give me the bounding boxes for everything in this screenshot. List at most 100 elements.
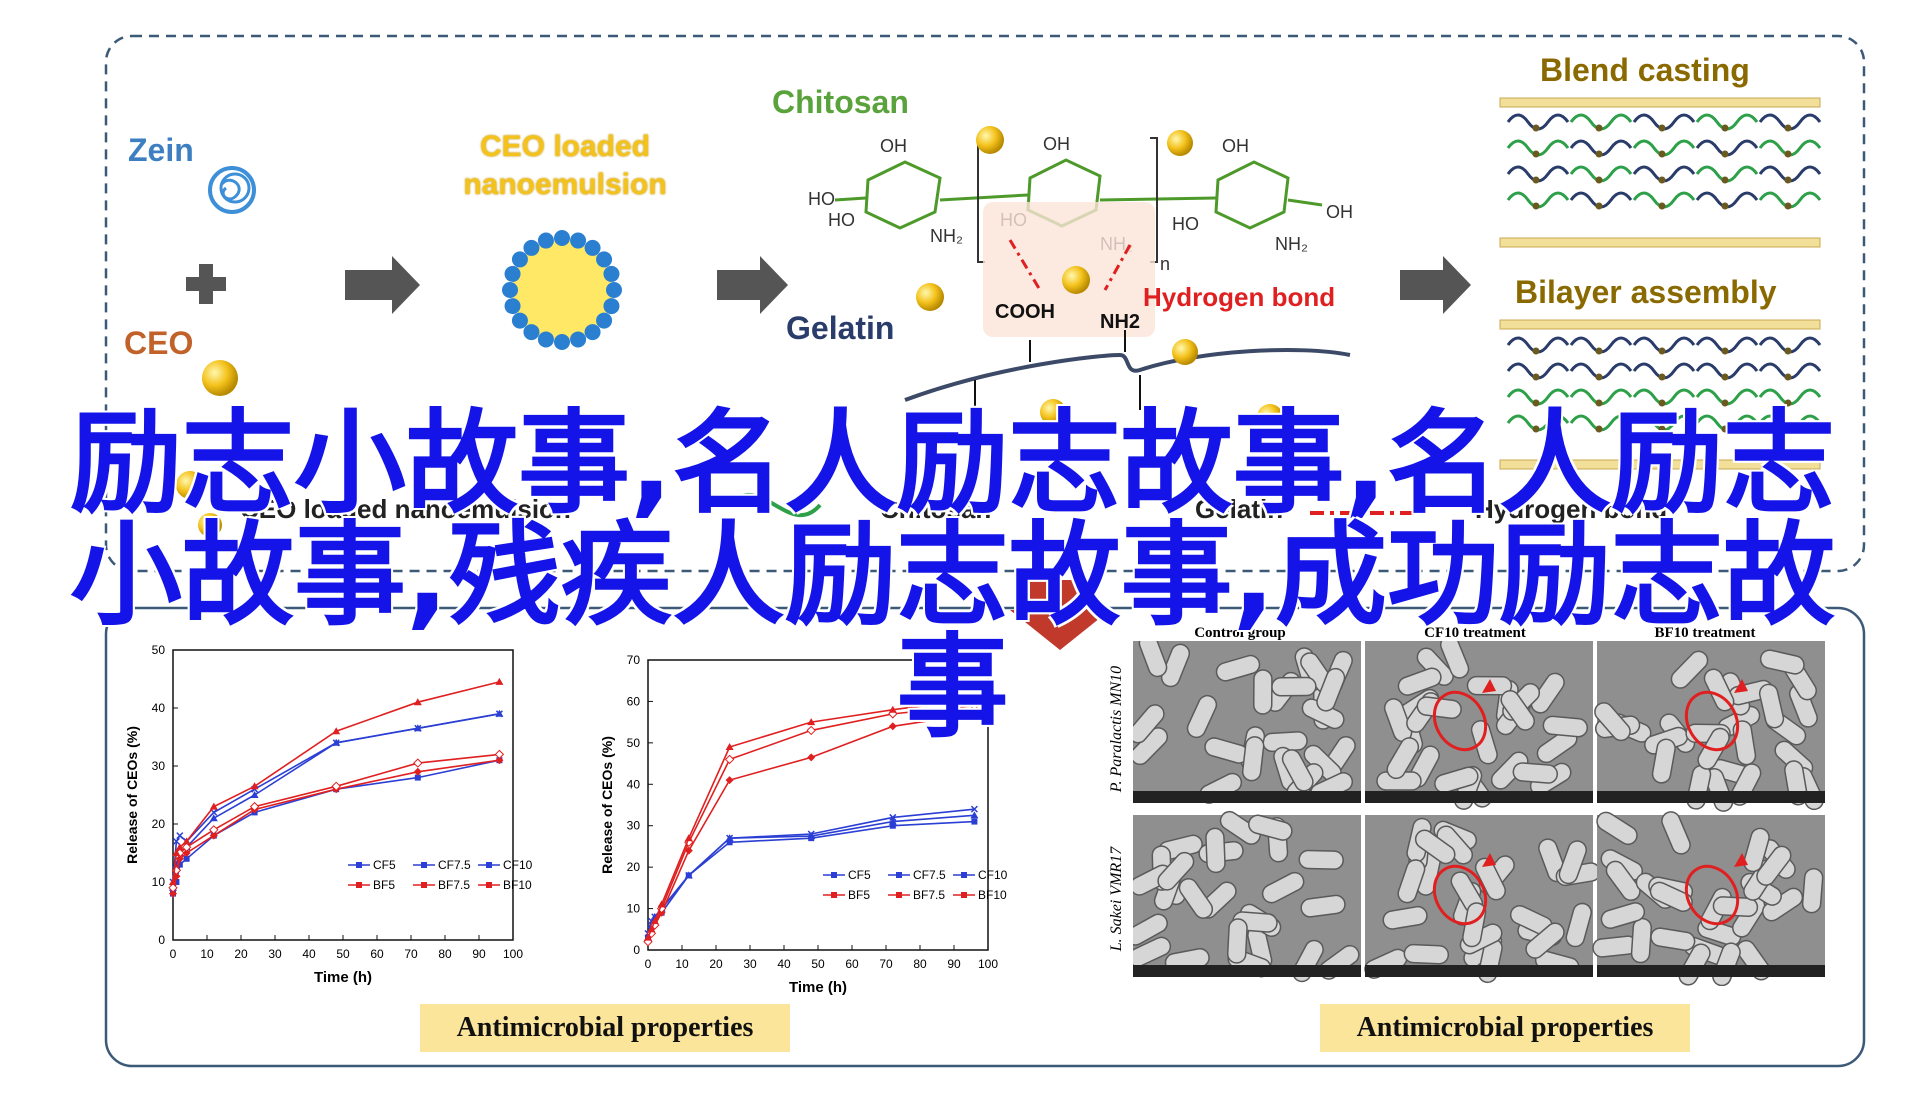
bacterium-cell <box>1565 902 1592 948</box>
surfactant-dot <box>603 265 620 282</box>
ceo-particle <box>1721 150 1729 158</box>
svg-text:HO: HO <box>828 210 855 230</box>
ceo-particle <box>1721 373 1729 381</box>
bacterium-cell <box>1261 871 1305 904</box>
ceo-particle <box>1532 425 1540 433</box>
legend-marker-BF5 <box>831 892 837 898</box>
ceo-particle <box>1721 124 1729 132</box>
bacterium-cell <box>1226 918 1248 964</box>
data-point-BF7.5 <box>413 758 423 768</box>
y-tick-label: 60 <box>627 694 641 708</box>
ceo-particle <box>1784 176 1792 184</box>
legend-marker-BF10 <box>961 892 967 898</box>
data-point-BF10 <box>888 705 897 713</box>
data-point-BF5 <box>970 709 979 718</box>
legend-label-CF10: CF10 <box>978 868 1008 882</box>
bacterium-cell <box>1434 766 1479 794</box>
data-point-CF5 <box>414 774 421 781</box>
data-point-CF7.5 <box>888 817 897 825</box>
damage-highlight <box>1684 864 1740 926</box>
y-tick-label: 0 <box>158 933 165 947</box>
data-point-BF5 <box>413 767 422 776</box>
legend-marker-BF10 <box>486 882 492 888</box>
ceo-particle <box>1532 373 1540 381</box>
sem-column-header: Control group <box>1194 625 1286 641</box>
x-tick-label: 50 <box>811 957 825 971</box>
data-point-BF10 <box>182 837 191 845</box>
bacterium-cell <box>1743 827 1770 873</box>
y-tick-label: 50 <box>152 643 166 657</box>
x-tick-label: 90 <box>947 957 961 971</box>
ceo-particle <box>1595 202 1603 210</box>
x-axis-label: Time (h) <box>789 979 847 996</box>
data-point-CF5 <box>183 855 190 862</box>
bacterium-cell <box>1661 811 1691 855</box>
ceo-particle <box>1784 425 1792 433</box>
data-point-BF10 <box>684 834 693 842</box>
y-tick-label: 70 <box>627 653 641 667</box>
x-tick-label: 0 <box>645 957 652 971</box>
ceo-particle <box>1658 150 1666 158</box>
zein-label: Zein <box>128 132 194 168</box>
ceo-particle <box>1595 347 1603 355</box>
legend-marker-BF7.5 <box>421 882 427 888</box>
data-point-BF5 <box>888 722 897 731</box>
bacterium-cell <box>1205 827 1226 874</box>
chitosan-label: Chitosan <box>772 84 909 120</box>
data-point-BF10 <box>413 698 422 706</box>
data-point-CF7.5 <box>970 811 979 819</box>
blend-casting-film <box>1499 97 1822 248</box>
y-tick-label: 20 <box>152 817 166 831</box>
ceo-particle <box>1532 202 1540 210</box>
bacterium-cell <box>1248 814 1293 841</box>
ceo-particle <box>1532 176 1540 184</box>
bacterium-cell <box>1138 641 1168 678</box>
surfactant-dot <box>504 298 521 315</box>
arrow-right-icon <box>345 256 1471 314</box>
legend-label-BF10: BF10 <box>978 888 1007 902</box>
legend-row: CEO loaded nanoemulsion Chitosan Gelatin… <box>240 492 1667 524</box>
surfactant-dot <box>570 232 587 249</box>
surfactant-dot <box>606 282 622 298</box>
surfactant-dot <box>596 312 613 329</box>
bacterium-cell <box>1397 667 1442 696</box>
bacterium-cell <box>1382 905 1428 930</box>
bacterium-cell <box>1670 650 1709 689</box>
gelatin-chain <box>904 348 1351 402</box>
data-point-CF10 <box>172 837 180 845</box>
bacterium-cell <box>1298 849 1344 870</box>
data-point-BF5 <box>684 846 693 855</box>
cooh-nh2-labels: COOH NH2 <box>995 301 1140 333</box>
ceo-particle <box>1721 202 1729 210</box>
legend-marker-CF5 <box>831 872 837 878</box>
data-point-BF10 <box>495 677 504 685</box>
bacterium-cell <box>1300 894 1346 918</box>
data-point-BF10 <box>209 802 218 810</box>
bacterium-cell <box>1542 715 1589 738</box>
svg-text:NH2: NH2 <box>1100 311 1140 333</box>
ceo-particle <box>1595 150 1603 158</box>
surfactant-dot <box>596 251 613 268</box>
svg-text:OH: OH <box>1043 134 1070 154</box>
bacterium-cell <box>1133 936 1172 968</box>
bacterium-cell <box>1241 736 1265 782</box>
data-point-BF10 <box>332 727 341 735</box>
surfactant-dot <box>537 232 554 249</box>
sem-info-bar <box>1597 965 1825 977</box>
bacterium-cell <box>1530 672 1565 714</box>
ceo-particle <box>1595 373 1603 381</box>
bacterium-cell <box>1596 811 1638 846</box>
bilayer-assembly-film <box>1499 319 1822 470</box>
sem-info-bar <box>1133 791 1361 803</box>
x-tick-label: 90 <box>472 947 486 961</box>
bacterium-cell <box>1801 867 1824 914</box>
data-point-CF10 <box>889 813 897 821</box>
ceo-label: CEO <box>124 325 194 361</box>
series-line-BF5 <box>172 759 500 894</box>
data-point-CF10 <box>332 739 340 747</box>
data-point-CF5 <box>889 822 896 829</box>
ceo-droplet-icon <box>202 360 238 396</box>
bacterium-cell <box>1133 704 1165 744</box>
x-tick-label: 100 <box>978 957 998 971</box>
sem-info-bar <box>1597 791 1825 803</box>
